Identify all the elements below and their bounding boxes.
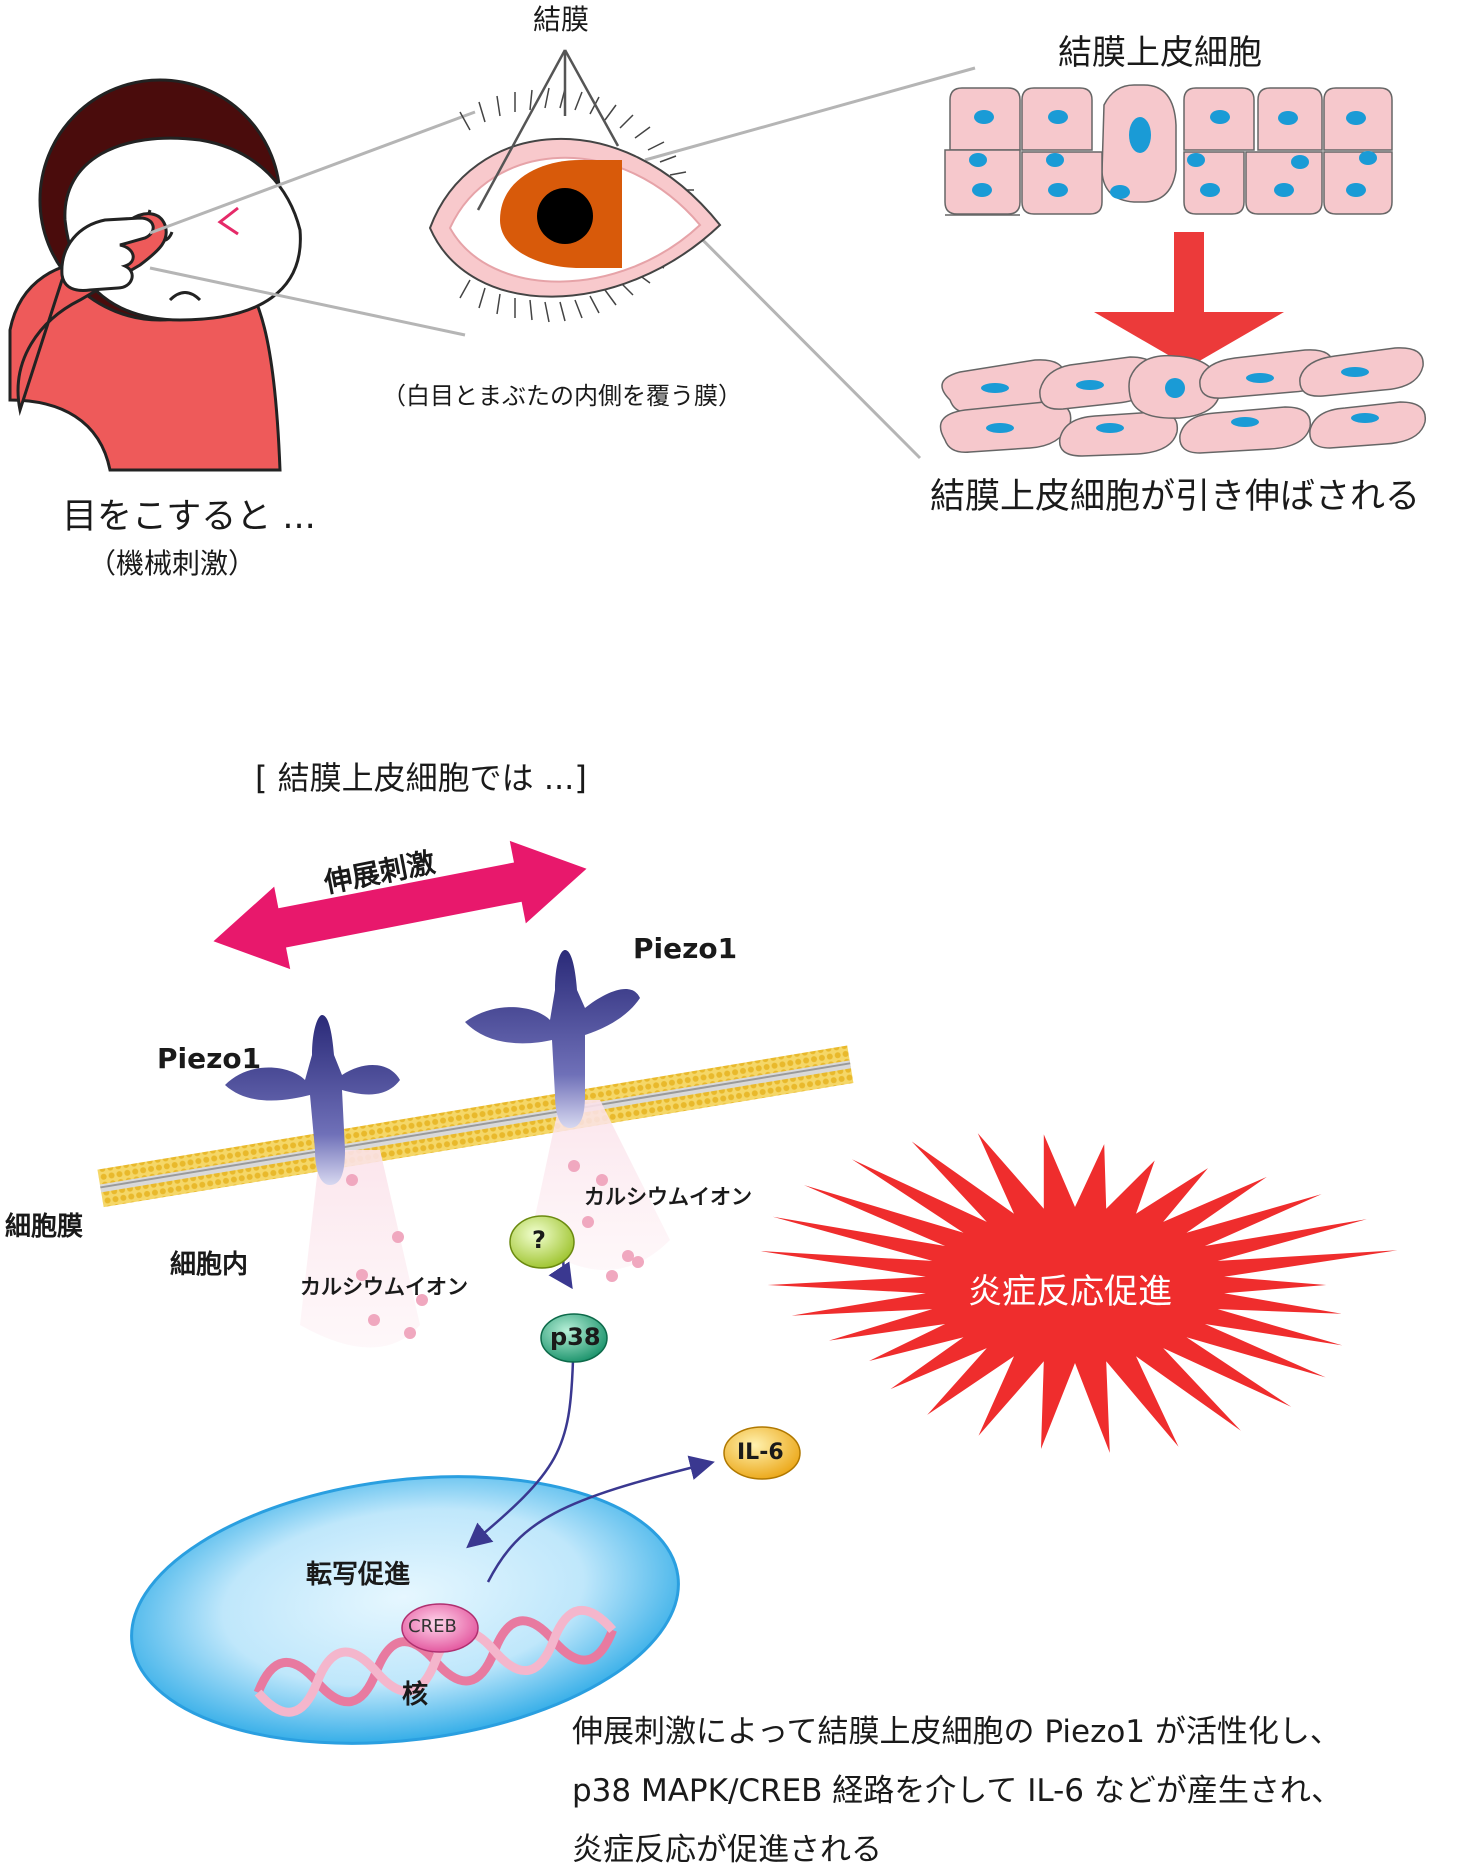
unknown-molecule [509, 1215, 575, 1269]
piezo1-right [465, 950, 640, 1128]
mouth [168, 291, 202, 302]
p38-molecule [540, 1313, 608, 1363]
summary-line-3: 炎症反応が促進される [572, 1832, 882, 1868]
conjunctiva-label: 結膜 [533, 3, 590, 36]
rub-sub: （機械刺激） [88, 547, 257, 580]
epithelium-stretched [939, 347, 1427, 457]
stretch-double-arrow [213, 840, 587, 970]
dna-helix [253, 1606, 617, 1717]
closed-eye [217, 206, 239, 236]
piezo1-right-label: Piezo1 [633, 932, 738, 965]
summary-line-1: 伸展刺激によって結膜上皮細胞の Piezo1 が活性化し、 [572, 1714, 1341, 1750]
intracellular-label: 細胞内 [170, 1250, 249, 1280]
calcium-cloud-left [300, 1150, 428, 1348]
stretched-nuclei [981, 367, 1379, 433]
cell-nuclei [969, 110, 1377, 199]
calcium-right-label: カルシウムイオン [584, 1185, 752, 1209]
nucleus-label: 核 [402, 1680, 429, 1710]
inflammation-starburst [760, 1133, 1398, 1453]
conjunctiva-note: （白目とまぶたの内側を覆う膜） [382, 382, 742, 410]
creb-molecule [401, 1603, 479, 1653]
person-illustration [8, 78, 302, 472]
conjunctiva-pointer-lines [476, 49, 620, 211]
p38-label: p38 [550, 1323, 601, 1351]
inflammation-label: 炎症反応促進 [968, 1272, 1172, 1312]
hand [60, 216, 155, 292]
stretch-down-arrow [1094, 232, 1284, 367]
piezo1-left-label: Piezo1 [157, 1042, 262, 1075]
transcription-label: 転写促進 [306, 1560, 411, 1590]
pupil [537, 188, 593, 244]
cell-membrane [97, 1045, 854, 1208]
calcium-left-label: カルシウムイオン [300, 1275, 468, 1299]
rub-caption: 目をこすると ... [62, 497, 316, 537]
epithelium-title: 結膜上皮細胞 [1058, 33, 1262, 73]
membrane-label: 細胞膜 [5, 1212, 84, 1242]
il6-molecule [723, 1426, 801, 1480]
epithelium-normal [944, 84, 1393, 216]
piezo1-left [225, 1015, 400, 1185]
eye-illustration [428, 49, 722, 323]
stretched-caption: 結膜上皮細胞が引き伸ばされる [930, 477, 1421, 517]
il6-label: IL-6 [737, 1440, 784, 1465]
section-heading: [ 結膜上皮細胞では ...] [255, 759, 587, 797]
summary-line-2: p38 MAPK/CREB 経路を介して IL-6 などが産生され、 [572, 1773, 1343, 1809]
unknown-molecule-label: ? [532, 1226, 546, 1254]
creb-label: CREB [408, 1616, 457, 1637]
